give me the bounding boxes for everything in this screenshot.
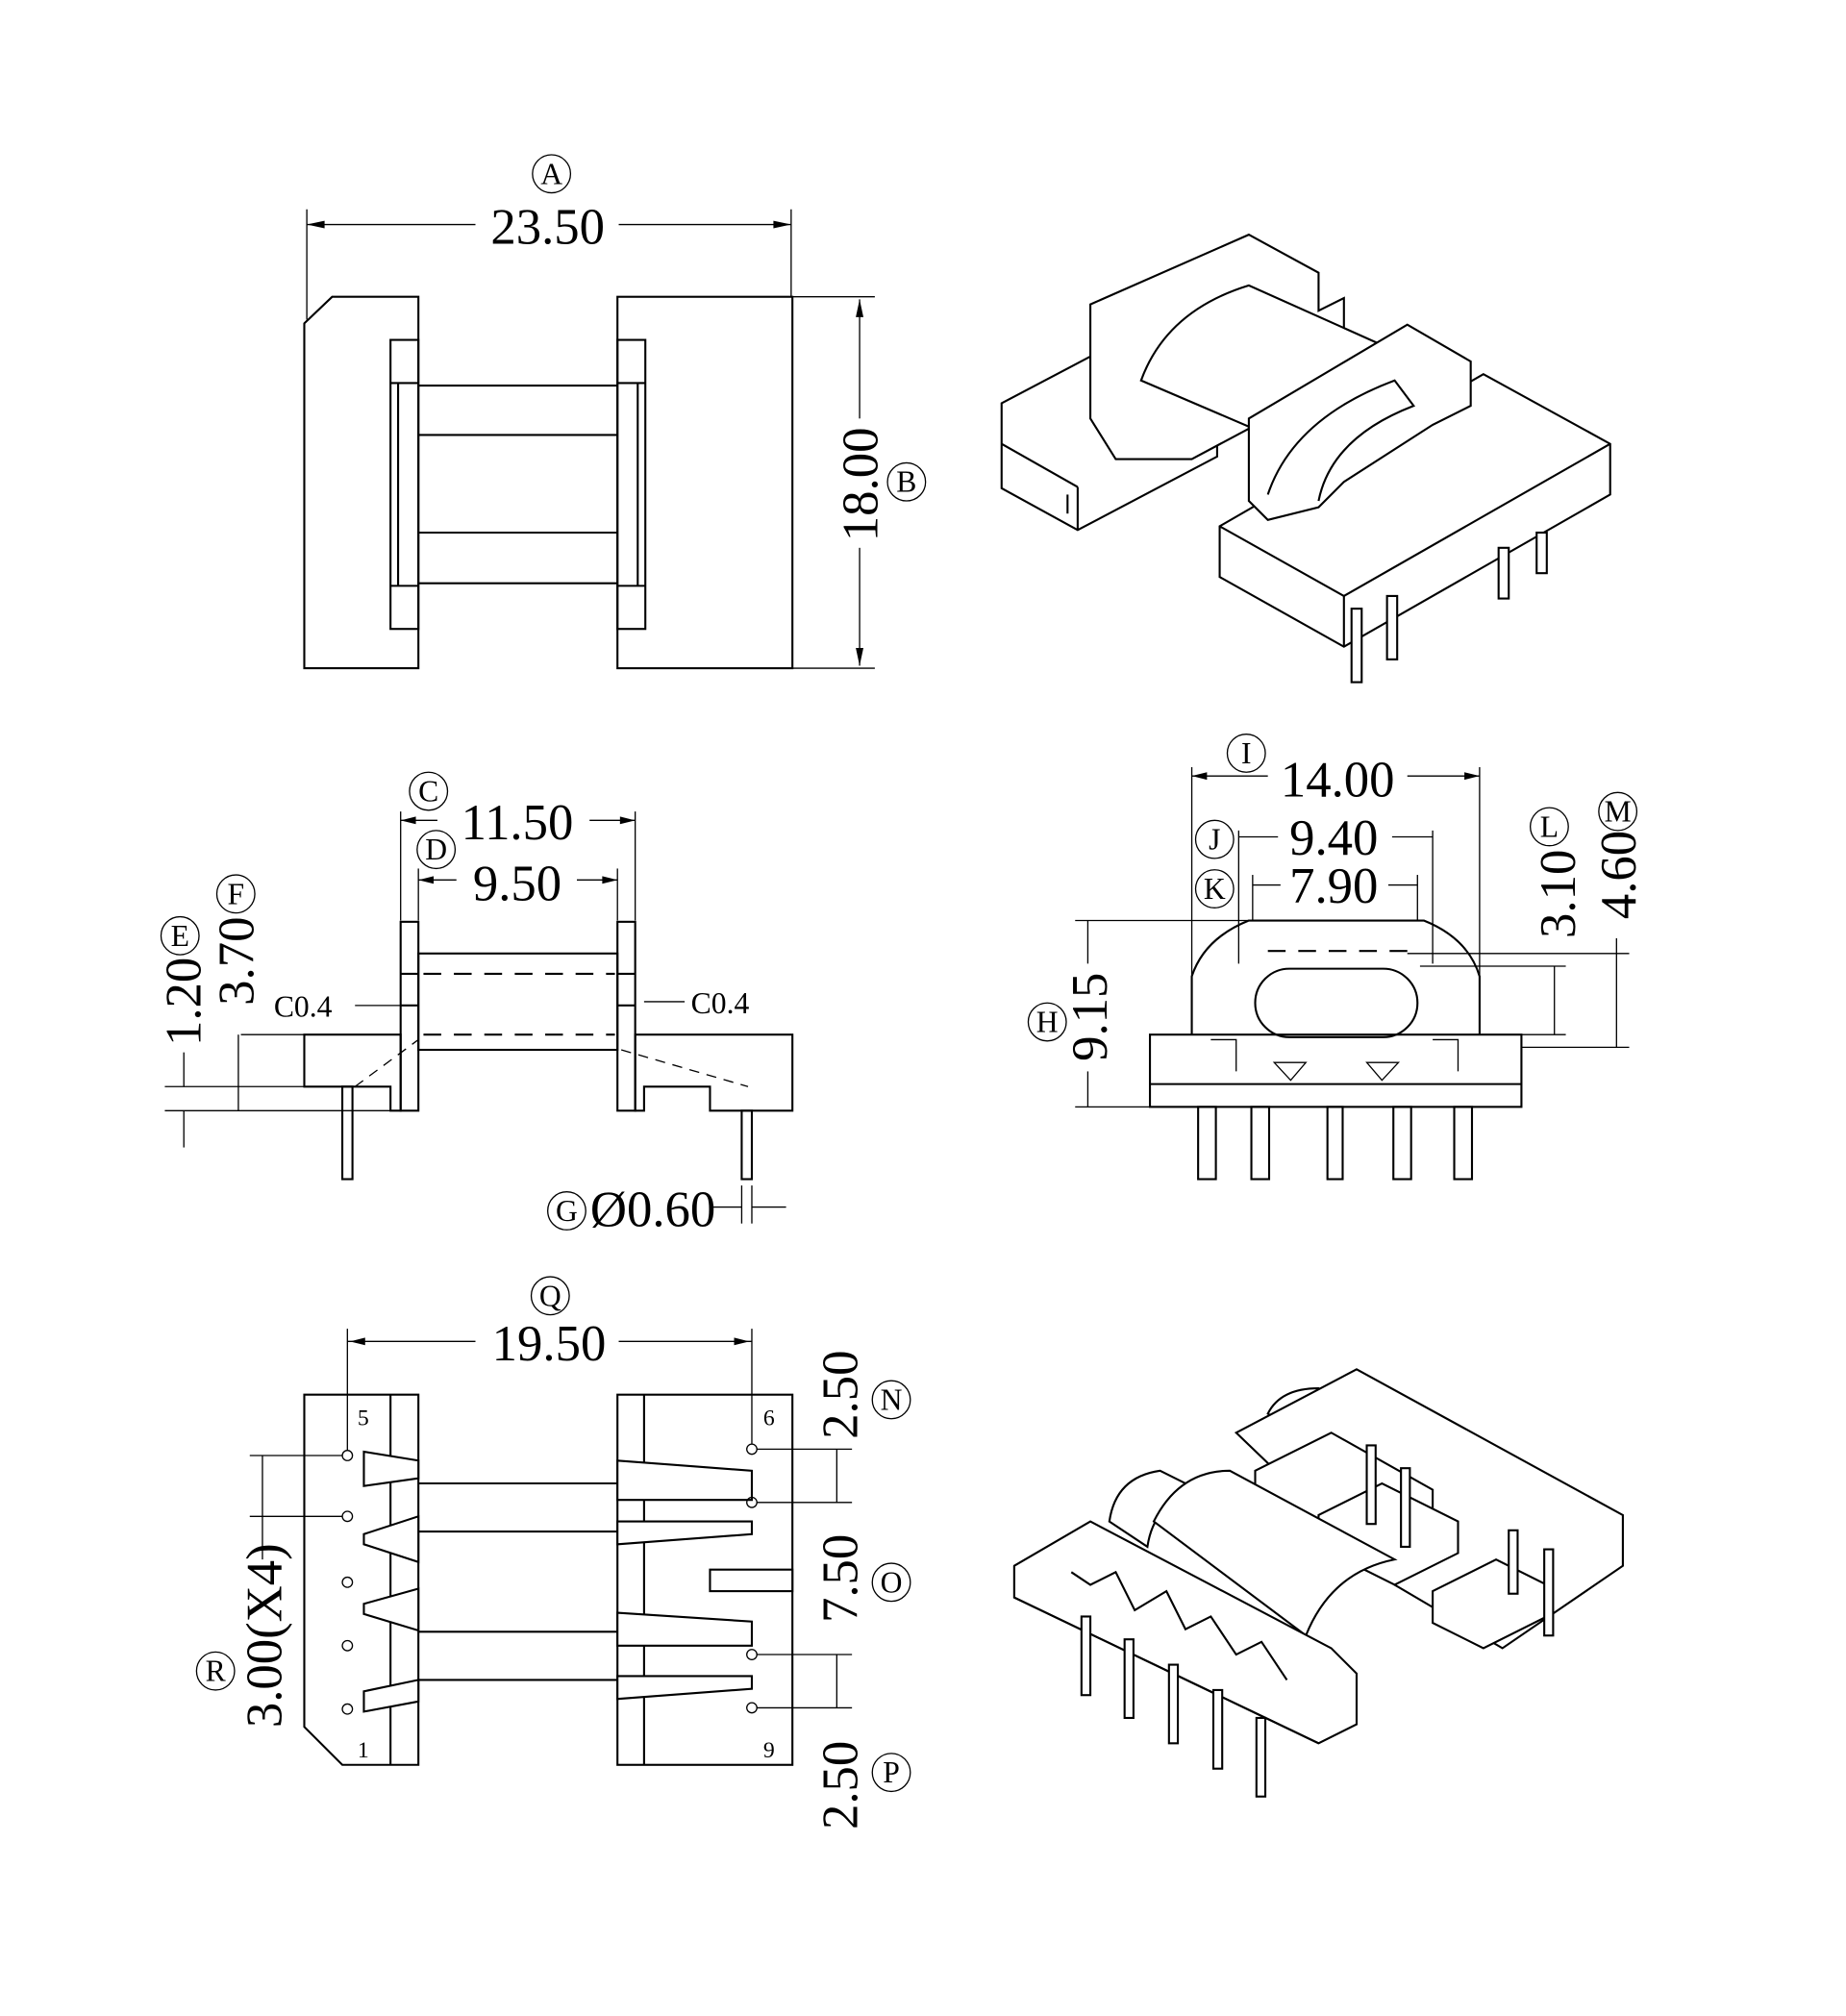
left-flange-block [303,295,420,670]
svg-text:J: J [1209,823,1220,857]
core [417,952,619,1052]
svg-text:I: I [1241,736,1252,770]
dim-N-value: 2.50 [812,1351,868,1439]
label-L: L [1529,807,1569,847]
svg-text:A: A [540,157,562,190]
label-M: M [1598,791,1638,832]
right-wire-slots [616,1459,794,1701]
bottom-view: 5 6 1 9 Q 19.50 3.00(X4) R 2.50 N 7.50 O… [195,1276,911,1829]
label-A: A [532,154,572,194]
dim-L-value: 3.10 [1531,850,1586,938]
label-K: K [1194,869,1235,908]
label-P: P [871,1753,911,1793]
svg-text:G: G [556,1194,578,1228]
pin-number-9: 9 [763,1738,775,1763]
dim-K-value: 7.90 [1289,859,1378,914]
svg-text:P: P [883,1755,900,1789]
pin [740,1109,754,1181]
label-N: N [871,1380,911,1420]
top-view: A 23.50 18.00 B [303,154,927,670]
pin [340,1085,354,1181]
front-view: I 14.00 J 9.40 K 7.90 9.15 H 3.10 L 4.60… [1027,734,1647,1181]
dim-C-value: 11.50 [462,795,574,851]
svg-text:O: O [881,1565,903,1599]
svg-text:B: B [896,465,916,499]
svg-text:C: C [418,775,438,809]
dim-O-value: 7.50 [812,1534,868,1623]
core [418,384,618,585]
dim-A-value: 23.50 [490,199,605,255]
svg-text:H: H [1036,1006,1059,1039]
chamfer-left-label: C0.4 [274,990,333,1024]
svg-text:Q: Q [539,1279,561,1312]
dim-D-value: 9.50 [473,856,561,911]
isometric-view-bottom [1012,1368,1624,1798]
left-flange [389,338,420,631]
dim-H-value: 9.15 [1062,973,1118,1061]
left-wire-slots [362,1450,420,1713]
label-F: F [215,874,256,914]
isometric-view-top [1000,233,1611,684]
svg-text:R: R [206,1655,227,1688]
svg-text:N: N [881,1382,903,1416]
pin-number-1: 1 [358,1738,369,1763]
pin-number-5: 5 [358,1406,369,1431]
dim-F-value: 3.70 [210,917,265,1006]
dim-E-value: 1.20 [156,958,212,1046]
label-E: E [160,915,200,956]
core [418,1481,618,1681]
label-I: I [1226,734,1266,773]
label-G: G [547,1191,586,1231]
right-flange [616,338,647,631]
svg-text:K: K [1204,872,1226,906]
label-Q: Q [530,1276,570,1316]
pins [1197,1106,1474,1181]
label-R: R [195,1651,236,1691]
side-view: C 11.50 D 9.50 1.20 E 3.70 F C0.4 C0.4 G… [156,771,794,1237]
right-flange-block [616,295,794,670]
svg-text:D: D [425,833,447,866]
dim-R-value: 3.00(X4) [237,1543,293,1728]
label-H: H [1027,1002,1067,1042]
label-B: B [886,461,927,502]
pins [1080,1444,1555,1798]
label-O: O [871,1562,911,1603]
dim-B-value: 18.00 [834,428,889,542]
label-J: J [1194,819,1235,859]
chamfer-right-label: C0.4 [691,986,750,1020]
dim-Q-value: 19.50 [492,1316,607,1372]
label-C: C [409,771,449,811]
dim-P-value: 2.50 [812,1741,868,1829]
pin-number-6: 6 [763,1406,775,1431]
svg-text:L: L [1540,809,1559,843]
dim-J-value: 9.40 [1289,810,1378,866]
dim-M-value: 4.60 [1591,831,1647,919]
svg-text:E: E [171,919,189,953]
dim-G-value: Ø0.60 [590,1182,715,1237]
dim-I-value: 14.00 [1281,752,1395,808]
svg-text:M: M [1605,795,1632,829]
svg-text:F: F [227,877,244,910]
label-D: D [416,830,457,870]
